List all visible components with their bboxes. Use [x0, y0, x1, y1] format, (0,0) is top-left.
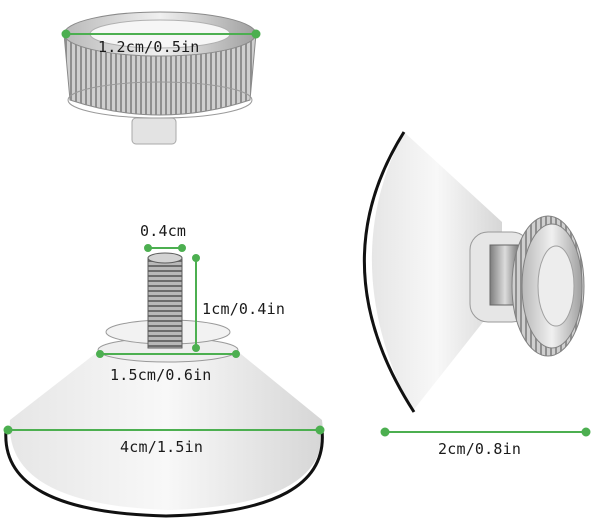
- knob-diameter-label: 1.2cm/0.5in: [98, 38, 200, 56]
- side-depth-label: 2cm/0.8in: [438, 440, 522, 458]
- base-diameter-label: 1.5cm/0.6in: [110, 366, 212, 384]
- bolt-height-label: 1cm/0.4in: [202, 300, 286, 318]
- suction-cup-front-view: [4, 252, 324, 518]
- bolt-height-measure-line: [192, 254, 200, 352]
- side-measure-line: [380, 427, 591, 437]
- suction-cup-side-view: [362, 131, 585, 413]
- measurement-lines: [3, 29, 591, 437]
- cup-measure-line: [3, 425, 325, 435]
- bolt-width-measure-line: [144, 244, 186, 252]
- bolt-width-label: 0.4cm: [140, 222, 187, 240]
- knob-measure-line: [61, 29, 261, 39]
- base-measure-line: [96, 350, 240, 358]
- knob-top-view: [63, 11, 257, 145]
- cup-diameter-label: 4cm/1.5in: [120, 438, 204, 456]
